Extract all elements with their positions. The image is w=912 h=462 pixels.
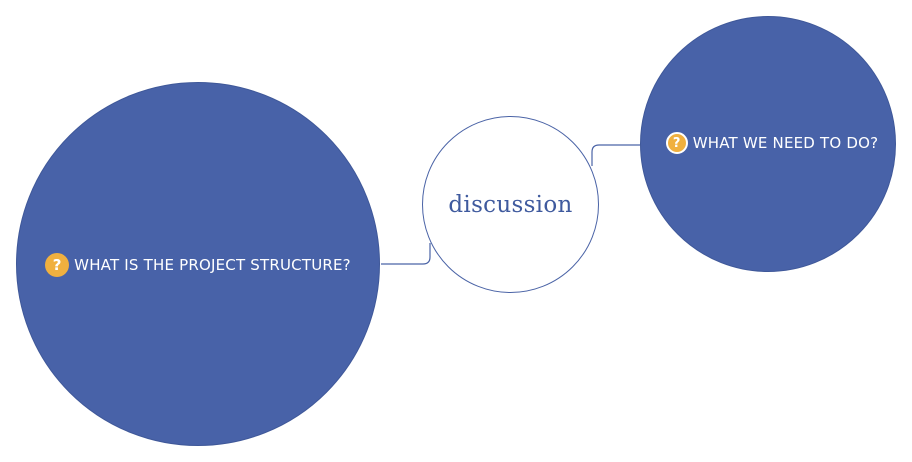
topic-project-structure: ? WHAT IS THE PROJECT STRUCTURE? — [45, 253, 351, 277]
topic-node-need-to-do[interactable]: ? WHAT WE NEED TO DO? — [640, 16, 896, 272]
topic-node-project-structure[interactable]: ? WHAT IS THE PROJECT STRUCTURE? — [16, 82, 380, 446]
question-icon: ? — [45, 253, 70, 277]
connector-right — [591, 144, 640, 166]
topic-label-project-structure: WHAT IS THE PROJECT STRUCTURE? — [74, 256, 351, 274]
connector-left — [381, 243, 431, 265]
central-topic-label: discussion — [448, 191, 573, 218]
central-topic-node[interactable]: discussion — [422, 116, 599, 293]
topic-label-need-to-do: WHAT WE NEED TO DO? — [692, 134, 879, 152]
topic-need-to-do: ? WHAT WE NEED TO DO? — [665, 132, 879, 154]
question-icon: ? — [665, 132, 688, 154]
